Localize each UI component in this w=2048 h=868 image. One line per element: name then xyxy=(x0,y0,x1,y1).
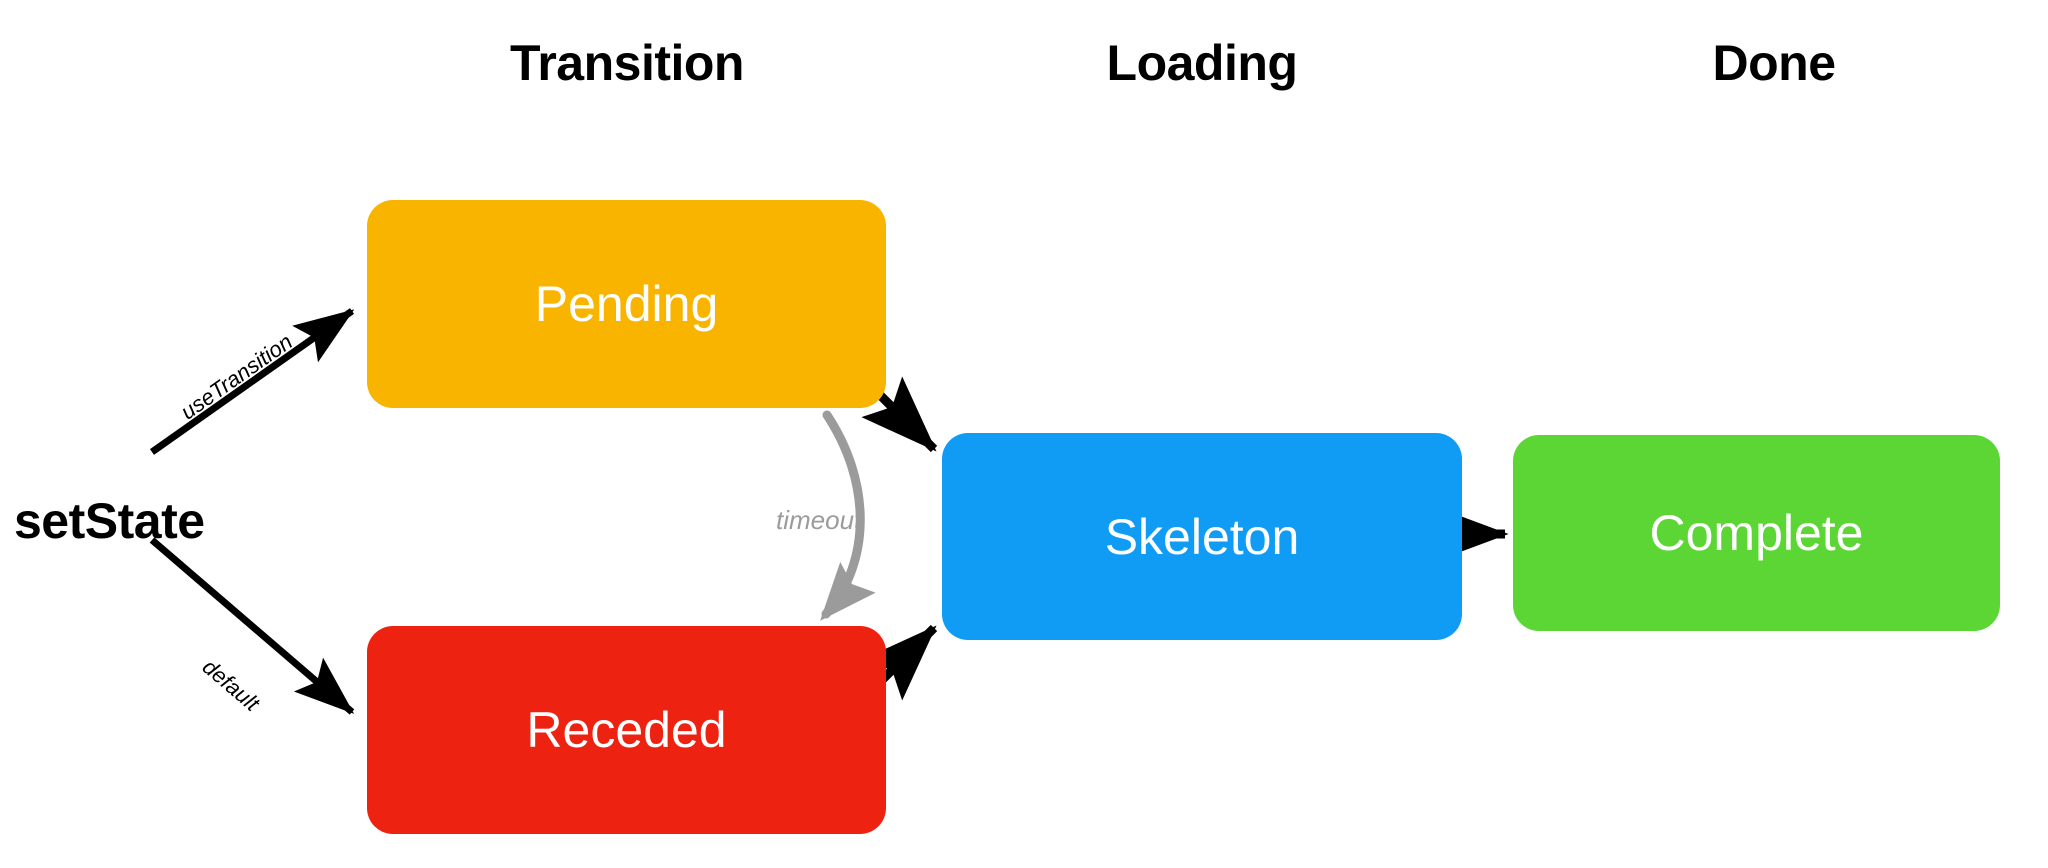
state-box-receded[interactable]: Receded xyxy=(367,626,886,834)
source-node-setstate: setState xyxy=(14,493,205,549)
state-label-receded: Receded xyxy=(526,702,727,758)
column-header-loading: Loading xyxy=(1106,35,1298,91)
state-box-complete[interactable]: Complete xyxy=(1513,435,2000,631)
edge-receded-to-skeleton xyxy=(861,624,938,701)
column-header-transition: Transition xyxy=(510,35,744,91)
state-label-skeleton: Skeleton xyxy=(1104,508,1300,565)
state-label-complete: Complete xyxy=(1649,505,1864,561)
edge-pending-to-skeleton xyxy=(861,376,938,453)
edge-label-timeout: timeout xyxy=(776,505,862,535)
edge-label-usetransition: useTransition xyxy=(176,328,297,425)
column-header-done: Done xyxy=(1712,35,1837,91)
state-box-skeleton[interactable]: Skeleton xyxy=(942,433,1462,640)
edge-label-default: default xyxy=(197,654,265,716)
state-label-pending: Pending xyxy=(534,276,719,332)
state-box-pending[interactable]: Pending xyxy=(367,200,886,408)
